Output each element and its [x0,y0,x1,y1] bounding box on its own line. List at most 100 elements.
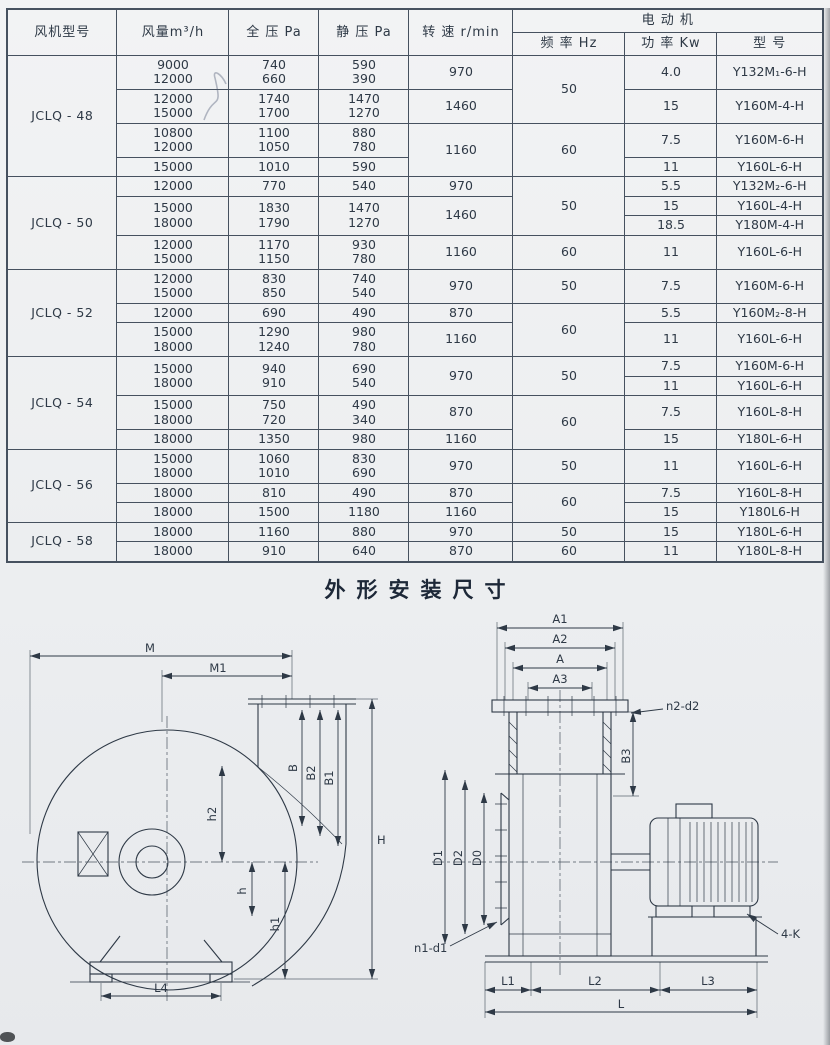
cell-power: 11 [624,541,718,562]
cell-static-pressure: 880 [318,521,410,542]
cell-motor-model: Y132M₂-6-H [716,176,824,197]
table-row: 12000 15000 1740 1700 1470 1270 1460 15 … [7,88,824,124]
cell-total-pressure: 830 850 [228,268,320,304]
page: { "colors": { "ink":"#2e3946", "paper":"… [0,8,830,1045]
cell-static-pressure: 980 780 [318,322,410,357]
cell-motor-model: Y180L6-H [716,502,824,523]
cell-motor-model: Y160L-6-H [716,156,824,177]
table-row: JCLQ - 58 18000 1160 880 970 50 15 Y180L… [6,521,824,562]
cell-power: 15 [624,502,718,523]
cell-airflow: 15000 18000 [116,322,230,357]
cell-speed: 870 [408,395,514,430]
cell-airflow: 18000 [116,521,230,542]
cell-airflow: 12000 15000 [116,234,230,270]
dim-label-H: H [377,833,386,847]
table-row: JCLQ - 50 12000 770 540 970 50 5.5 Y132M… [6,176,824,270]
cell-total-pressure: 750 720 [228,395,320,430]
cell-motor-model: Y160M-6-H [716,122,824,158]
table-row: 15000 18000 1830 1790 1470 1270 1460 15 … [7,195,824,236]
cell-freq: 60 [512,122,626,177]
dim-label-a3: A3 [552,672,567,686]
cell-speed: 1160 [408,322,514,357]
table-row: 15000 18000 1290 1240 980 780 1160 11 Y1… [7,322,824,357]
cell-motor-model: Y160M₂-8-H [716,302,824,323]
dim-label-d1: D1 [431,849,445,865]
cell-power: 5.5 [624,302,718,323]
cell-total-pressure: 940 910 [228,356,320,396]
dim-label-b1: B1 [322,770,336,785]
cell-speed: 1160 [408,234,514,270]
cell-speed: 1160 [408,502,514,523]
cell-motor-model: Y132M₁-6-H [716,54,824,90]
cell-airflow: 15000 18000 [116,356,230,396]
header-model: 风机型号 [6,8,118,56]
header-motor-model: 型 号 [716,31,824,56]
header-airflow: 风量m³/h [116,8,230,56]
cell-static-pressure: 490 [318,482,410,503]
dim-label-h1: h1 [268,916,282,931]
header-freq: 频 率 Hz [512,31,626,56]
table-row: 18000 810 490 870 60 7.5 Y160L-8-H [7,482,824,523]
cell-motor-model: Y160L-8-H [716,482,824,503]
header-static-pressure: 静 压 Pa [318,8,410,56]
cell-speed: 970 [408,521,514,542]
cell-motor-model: Y180L-8-H [716,541,824,562]
cell-power: 11 [624,448,718,484]
cell-total-pressure: 810 [228,482,320,503]
table-row: 12000 690 490 870 60 5.5 Y160M₂-8-H [7,302,824,357]
cell-speed: 870 [408,302,514,323]
cell-static-pressure: 640 [318,541,410,562]
cell-motor-model: Y160L-6-H [716,448,824,484]
cell-airflow: 15000 18000 [116,395,230,430]
cell-speed: 970 [408,54,514,90]
cell-airflow: 18000 [116,429,230,450]
table-row: JCLQ - 54 15000 18000 940 910 690 540 97… [6,356,824,450]
table-row: 12000 15000 1170 1150 930 780 1160 60 11… [7,234,824,270]
cell-total-pressure: 1010 [228,156,320,177]
cell-motor-model: Y160L-6-H [716,375,824,396]
side-view: M M1 B B2 B1 h2 h h1 H L4 [22,641,386,1004]
dim-label-a: A [556,652,564,666]
cell-total-pressure: 1060 1010 [228,448,320,484]
cell-total-pressure: 1500 [228,502,320,523]
dim-label-b2: B2 [304,765,318,780]
cell-total-pressure: 1100 1050 [228,122,320,158]
header-power: 功 率 Kw [624,31,718,56]
cell-power: 11 [624,322,718,357]
fan-spec-table: 风机型号 风量m³/h 全 压 Pa 静 压 Pa 转 速 r/min 电 动 … [5,8,825,563]
header-motor: 电 动 机 [512,8,824,33]
cell-freq: 60 [512,302,626,357]
cell-power: 7.5 [624,122,718,158]
cell-static-pressure: 830 690 [318,448,410,484]
cell-freq: 50 [512,356,626,396]
cell-total-pressure: 910 [228,541,320,562]
cell-airflow: 12000 [116,302,230,323]
cell-static-pressure: 1470 1270 [318,88,410,124]
cell-static-pressure: 490 340 [318,395,410,430]
cell-motor-model: Y160M-4-H [716,88,824,124]
cell-total-pressure: 770 [228,176,320,197]
cell-static-pressure: 930 780 [318,234,410,270]
cell-model: JCLQ - 50 [6,176,118,270]
installation-drawings: M M1 B B2 B1 h2 h h1 H L4 [22,612,800,1018]
cell-power: 11 [624,234,718,270]
cell-power: 15 [624,429,718,450]
cell-model: JCLQ - 48 [6,54,118,177]
cell-static-pressure: 880 780 [318,122,410,158]
cell-power: 7.5 [624,356,718,377]
cell-airflow: 9000 12000 [116,54,230,90]
cell-static-pressure: 740 540 [318,268,410,304]
dim-label-l4: L4 [154,981,168,995]
cell-speed: 970 [408,176,514,197]
cell-freq: 50 [512,268,626,304]
table-row: 18000 1350 980 1160 15 Y180L-6-H [7,429,824,450]
cell-power: 7.5 [624,395,718,430]
cell-model: JCLQ - 52 [6,268,118,357]
cell-freq: 50 [512,54,626,124]
dim-label-h2: h2 [205,806,219,821]
dim-label-b: B [286,763,300,771]
cell-motor-model: Y160L-6-H [716,322,824,357]
cell-freq: 50 [512,448,626,484]
cell-freq: 50 [512,176,626,236]
dim-label-l: L [618,997,625,1011]
